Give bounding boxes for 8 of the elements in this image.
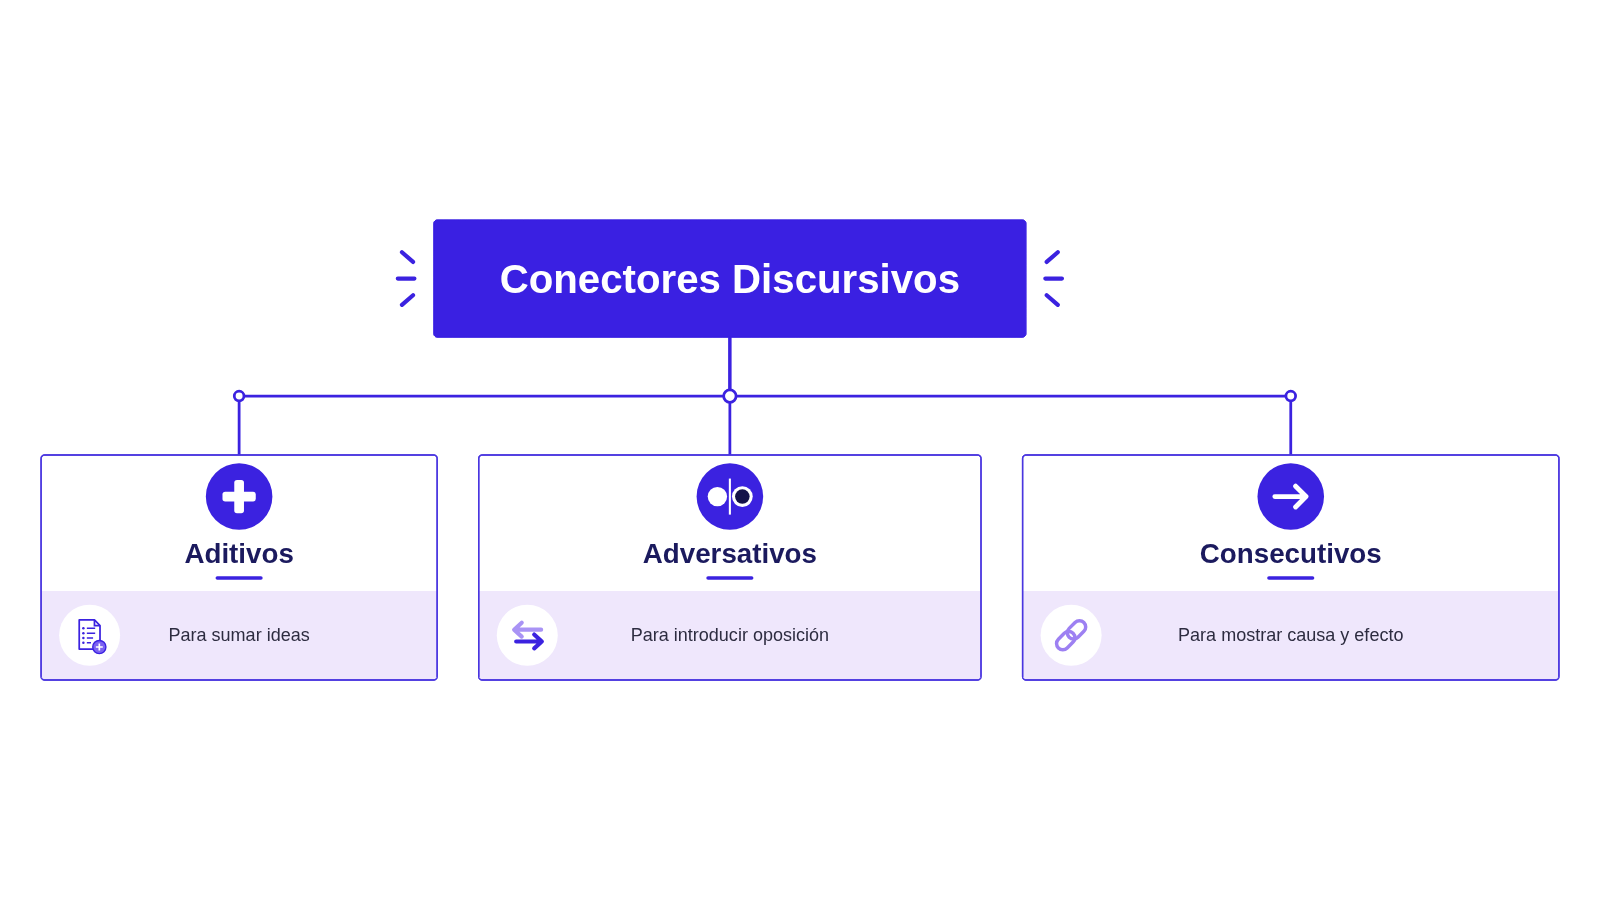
card-description: Para sumar ideas <box>168 624 310 646</box>
card-heading: Adversativos <box>642 538 817 569</box>
card-description: Para mostrar causa y efecto <box>1178 624 1404 646</box>
card-heading: Aditivos <box>184 538 294 569</box>
card-heading: Consecutivos <box>1199 538 1382 569</box>
title-text: Conectores Discursivos <box>499 256 961 302</box>
card-description: Para introducir oposición <box>630 624 830 646</box>
connector-line <box>728 337 1293 455</box>
